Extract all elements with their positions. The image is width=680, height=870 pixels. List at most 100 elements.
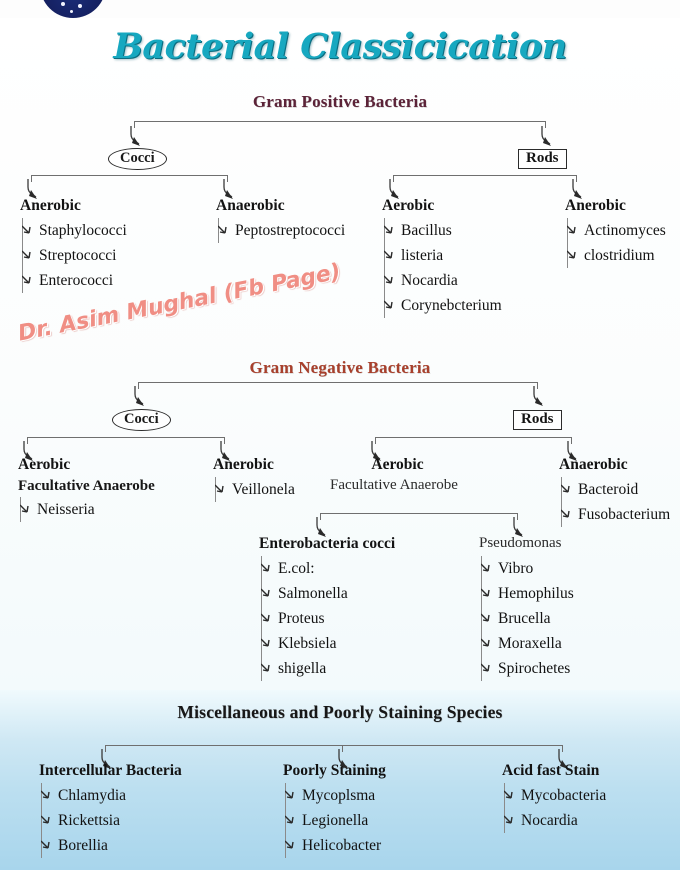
section-title-gram-negative: Gram Negative Bacteria <box>249 358 431 377</box>
list-item: shigella <box>261 656 395 681</box>
tick-bullet-icon <box>41 789 53 800</box>
profile-avatar-icon <box>40 0 106 18</box>
list-item-label: Chlamydia <box>58 787 127 804</box>
tick-bullet-icon <box>481 562 493 573</box>
tick-bullet-icon <box>41 839 53 850</box>
tick-bullet-icon <box>218 224 230 235</box>
list-item: Mycoplsma <box>285 783 386 808</box>
list-item-label: Bacillus <box>401 222 452 239</box>
section-title-miscellaneous: Miscellaneous and Poorly Staining Specie… <box>177 702 503 722</box>
list-item: Rickettsia <box>41 808 182 833</box>
group-gp-rods-aerobic: Aerobic Bacillus listeria Nocardia Coryn… <box>382 197 502 318</box>
group-items: E.col: Salmonella Proteus Klebsiela shig… <box>261 556 395 681</box>
tick-bullet-icon <box>384 274 396 285</box>
list-item-label: Spirochetes <box>498 660 571 677</box>
list-item: Bacillus <box>384 218 502 243</box>
group-gp-rods-anerobic: Anerobic Actinomyces clostridium <box>565 197 666 268</box>
list-item-label: Borellia <box>58 837 108 854</box>
list-item: Bacteroid <box>561 477 670 502</box>
group-heading: Aerobic <box>382 197 435 214</box>
group-items: Vibro Hemophilus Brucella Moraxella Spir… <box>481 556 574 681</box>
connector-line <box>545 121 546 128</box>
list-item: Brucella <box>481 606 574 631</box>
tick-bullet-icon <box>261 662 273 673</box>
list-item: Veillonela <box>215 477 295 502</box>
group-poorly-staining: Poorly Staining Mycoplsma Legionella Hel… <box>283 762 386 858</box>
list-item: Fusobacterium <box>561 502 671 527</box>
list-item-label: Legionella <box>302 812 369 829</box>
list-item: Enterococci <box>22 268 127 293</box>
tick-bullet-icon <box>285 814 297 825</box>
group-items: Chlamydia Rickettsia Borellia <box>41 783 182 858</box>
group-heading: Anaerobic <box>216 197 285 214</box>
group-gn-cocci-aerobic: Aerobic Facultative Anaerobe Neisseria <box>18 456 155 522</box>
node-rods: Rods <box>518 149 567 169</box>
list-item: Chlamydia <box>41 783 182 808</box>
connector-line <box>27 437 28 444</box>
list-item-label: Neisseria <box>37 501 95 518</box>
tick-bullet-icon <box>384 224 396 235</box>
group-items: Neisseria <box>20 497 155 522</box>
group-items: Staphylococci Streptococci Enterococci <box>22 218 127 293</box>
list-item-label: Salmonella <box>278 585 348 602</box>
connector-line <box>138 382 139 389</box>
group-items: Veillonela <box>215 477 295 502</box>
group-gn-rods-anaerobic: Anaerobic Bacteroid Fusobacterium <box>559 456 670 527</box>
list-item: Corynebcterium <box>384 293 502 318</box>
connector-line <box>31 175 32 182</box>
group-heading: Anaerobic <box>559 456 628 473</box>
group-heading: Anerobic <box>20 197 81 214</box>
node-cocci: Cocci <box>108 148 167 170</box>
list-item-label: Corynebcterium <box>401 297 502 314</box>
list-item: Streptococci <box>22 243 127 268</box>
connector-line <box>224 437 225 444</box>
connector-line <box>138 382 538 383</box>
list-item-label: Nocardia <box>401 272 458 289</box>
connector-line <box>27 437 225 438</box>
list-item: E.col: <box>261 556 395 581</box>
list-item-label: E.col: <box>278 560 315 577</box>
connector-line <box>320 513 518 514</box>
connector-line <box>375 437 572 438</box>
tick-bullet-icon <box>384 299 396 310</box>
list-item: listeria <box>384 243 502 268</box>
group-gp-cocci-anerobic: Anerobic Staphylococci Streptococci Ente… <box>20 197 127 293</box>
list-item: Staphylococci <box>22 218 127 243</box>
list-item-label: clostridium <box>584 247 655 264</box>
list-item: Vibro <box>481 556 574 581</box>
group-gn-cocci-anerobic: Anerobic Veillonela <box>213 456 295 502</box>
list-item-label: Fusobacterium <box>578 506 671 523</box>
list-item-label: Streptococci <box>39 247 117 264</box>
list-item-label: Mycoplsma <box>302 787 376 804</box>
tick-bullet-icon <box>504 814 516 825</box>
tick-bullet-icon <box>504 789 516 800</box>
connector-line <box>393 175 577 176</box>
top-strip <box>0 0 680 19</box>
tick-bullet-icon <box>20 503 32 514</box>
group-items: Mycoplsma Legionella Helicobacter <box>285 783 386 858</box>
connector-line <box>537 382 538 389</box>
group-heading: Enterobacteria cocci <box>259 535 396 552</box>
connector-line <box>105 745 563 746</box>
list-item: Helicobacter <box>285 833 386 858</box>
node-rods: Rods <box>513 410 562 430</box>
list-item-label: Actinomyces <box>584 222 666 239</box>
group-items: Mycobacteria Nocardia <box>504 783 606 833</box>
list-item-label: Veillonela <box>232 481 295 498</box>
connector-line <box>393 175 394 182</box>
group-heading: Pseudomonas <box>479 535 562 551</box>
list-item-label: Enterococci <box>39 272 114 289</box>
tick-bullet-icon <box>481 662 493 673</box>
tick-bullet-icon <box>481 587 493 598</box>
list-item: Hemophilus <box>481 581 574 606</box>
list-item: Mycobacteria <box>504 783 606 808</box>
tick-bullet-icon <box>22 249 34 260</box>
group-heading: Aerobic <box>18 456 71 473</box>
list-item: Borellia <box>41 833 182 858</box>
connector-line <box>105 745 106 752</box>
list-item: Spirochetes <box>481 656 574 681</box>
list-item-label: Nocardia <box>521 812 578 829</box>
list-item: Peptostreptococci <box>218 218 345 243</box>
tick-bullet-icon <box>384 249 396 260</box>
